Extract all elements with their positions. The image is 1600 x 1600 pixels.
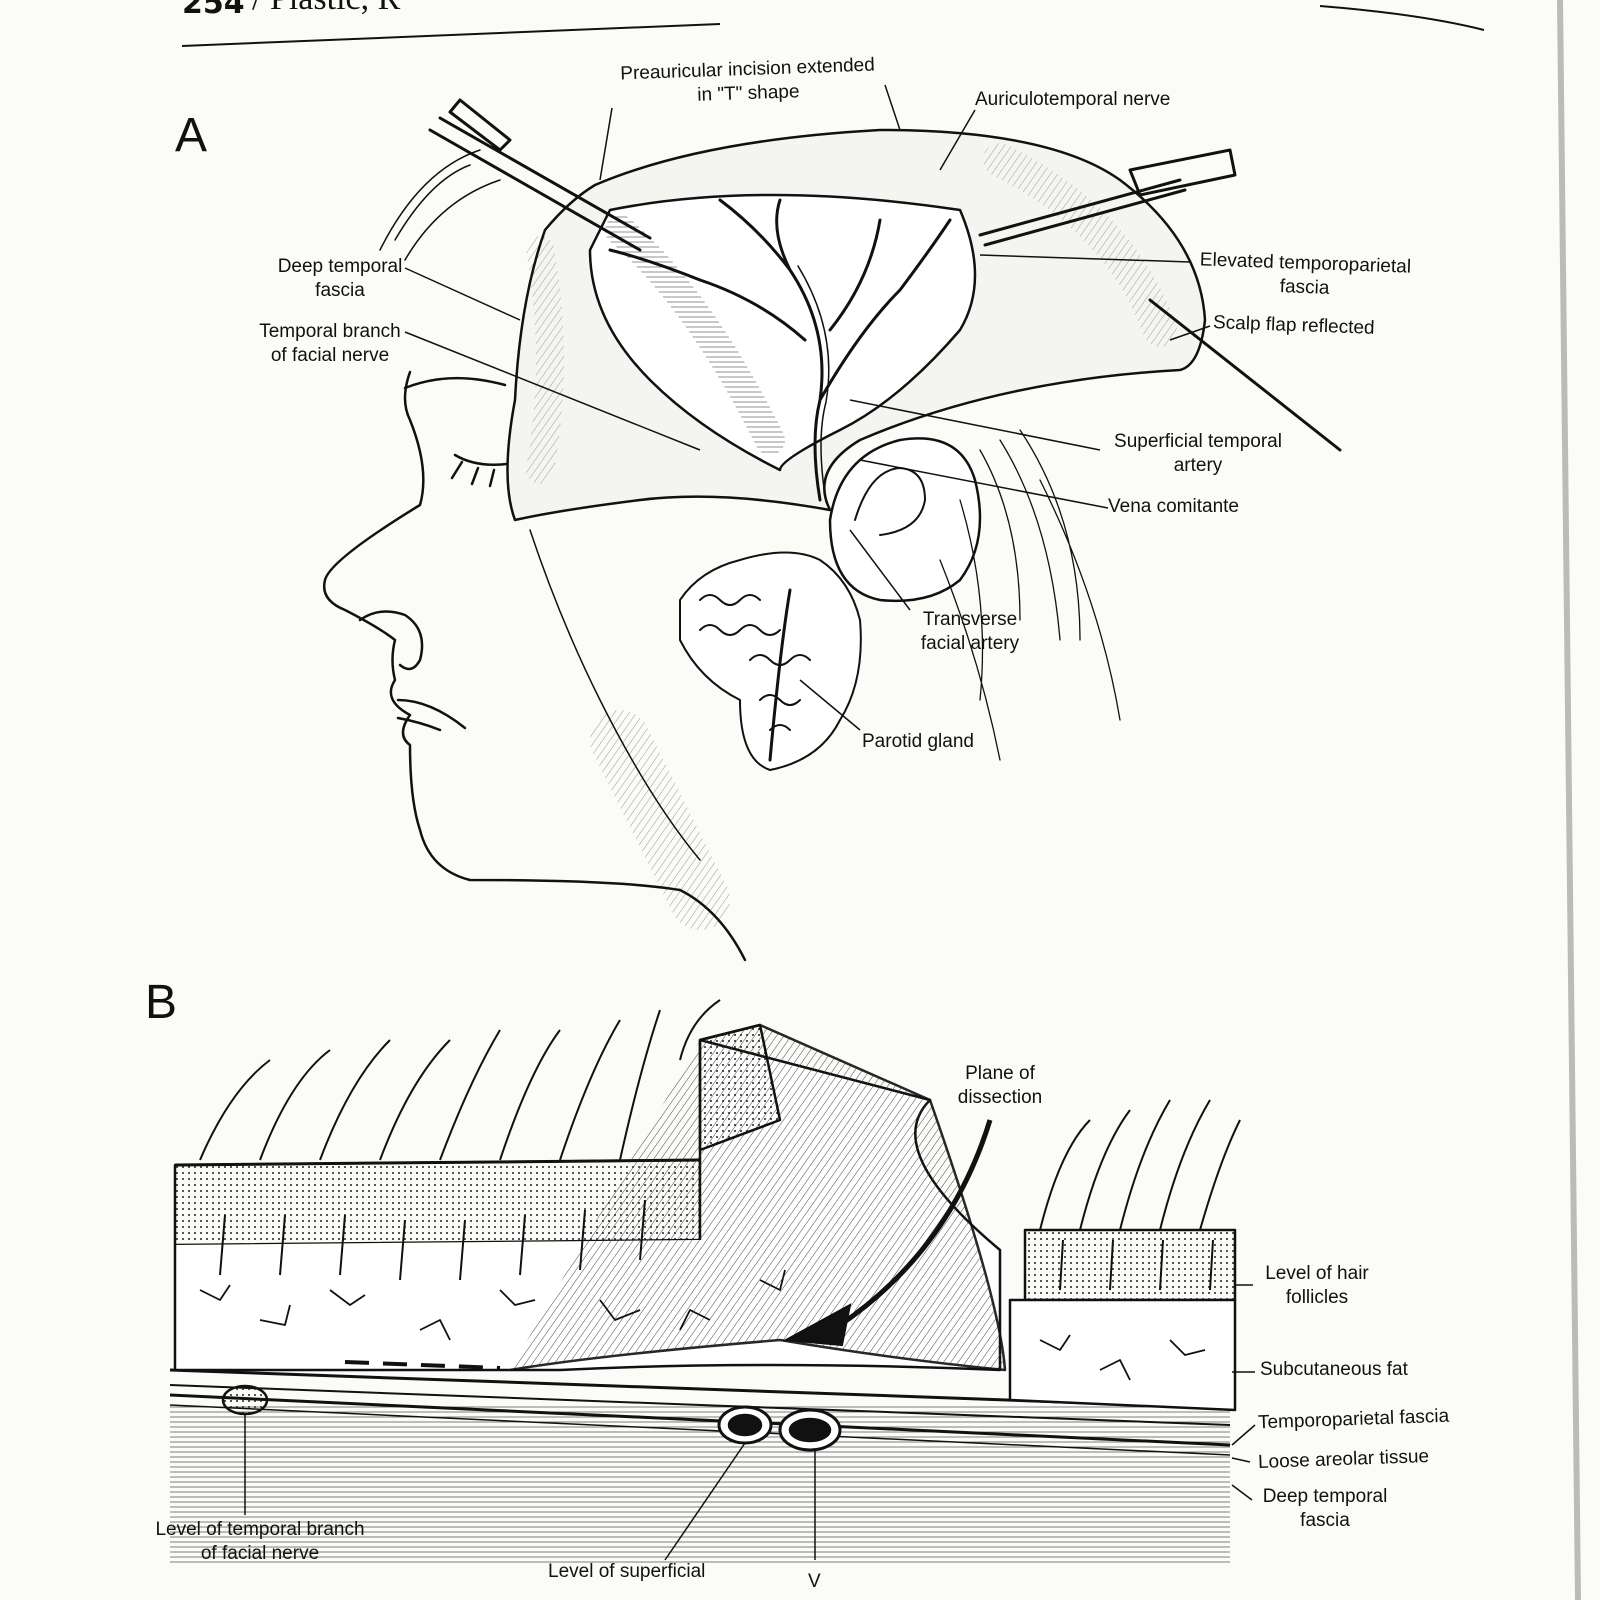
panel-a-leaders bbox=[404, 84, 1211, 731]
panel-b-leaders bbox=[244, 1284, 1256, 1561]
panel-b-drawing bbox=[169, 999, 1241, 1565]
label-temporal-branch-facial-nerve: Temporal branch of facial nerve bbox=[259, 321, 401, 366]
eyebrow bbox=[403, 376, 507, 390]
lips bbox=[396, 698, 467, 732]
label-parotid-gland: Parotid gland bbox=[862, 731, 974, 752]
superficial-temporal-artery bbox=[608, 198, 952, 502]
panel-a-drawing bbox=[322, 98, 1342, 962]
skin-dermis-right bbox=[1023, 1228, 1237, 1302]
page-number: 254 bbox=[182, 0, 245, 21]
ear bbox=[828, 437, 982, 603]
subcutaneous-fat-right bbox=[1008, 1298, 1237, 1412]
face-profile bbox=[322, 370, 747, 962]
hair-back bbox=[939, 429, 1121, 761]
dissection-arrowhead bbox=[782, 1303, 852, 1347]
label-v-partial: V bbox=[808, 1571, 821, 1592]
label-level-of-hair-follicles: Level of hair follicles bbox=[1265, 1263, 1369, 1308]
panel-a-letter: A bbox=[175, 109, 208, 162]
label-subcutaneous-fat: Subcutaneous fat bbox=[1260, 1359, 1408, 1380]
page-curl bbox=[1319, 5, 1485, 31]
reflected-flap bbox=[509, 1023, 1007, 1372]
label-transverse-facial-artery: Transverse facial artery bbox=[920, 609, 1020, 654]
closed-eye bbox=[450, 453, 522, 488]
label-plane-of-dissection: Plane of dissection bbox=[957, 1063, 1043, 1108]
label-superficial-temporal-artery: Superficial temporal artery bbox=[1114, 431, 1282, 476]
loose-areolar-line bbox=[169, 1393, 1231, 1447]
label-auriculotemporal-nerve: Auriculotemporal nerve bbox=[975, 89, 1171, 110]
label-vena-comitante: Vena comitante bbox=[1108, 496, 1239, 517]
hair-follicles-left bbox=[199, 999, 721, 1281]
label-elevated-temporoparietal-fascia: Elevated temporoparietal fascia bbox=[1199, 249, 1412, 299]
parotid-gland-shape bbox=[679, 551, 862, 771]
label-level-temporal-branch: Level of temporal branch of facial nerve bbox=[155, 1519, 365, 1564]
hair-front bbox=[379, 149, 501, 261]
label-deep-temporal-fascia-a: Deep temporal fascia bbox=[277, 256, 403, 301]
deep-temporal-band bbox=[170, 1405, 1230, 1565]
right-retractor bbox=[978, 148, 1237, 247]
temporal-branch-section bbox=[221, 1384, 269, 1416]
retractor-hook bbox=[1148, 298, 1342, 452]
hair-follicles-right bbox=[1039, 1099, 1241, 1291]
dissection-plane-dashes bbox=[344, 1360, 501, 1370]
header-rule bbox=[181, 23, 721, 47]
label-level-of-superficial: Level of superficial bbox=[548, 1561, 706, 1582]
panel-b-letter: B bbox=[145, 976, 178, 1029]
dissection-arrow bbox=[838, 1119, 993, 1328]
left-retractor bbox=[428, 98, 652, 252]
running-title: / Plastic, R bbox=[252, 0, 400, 18]
label-deep-temporal-fascia-b: Deep temporal fascia bbox=[1262, 1486, 1388, 1531]
page-gutter bbox=[1557, 0, 1581, 1600]
exposed-fascia bbox=[588, 193, 977, 472]
nostril bbox=[358, 610, 424, 671]
